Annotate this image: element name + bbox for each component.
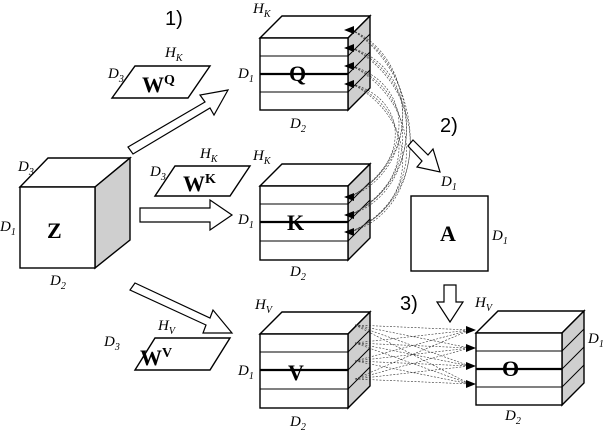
arrow-a-to-o [435, 284, 465, 324]
wk-h-label: HK [199, 146, 219, 165]
v-block: V HV D1 D2 [237, 297, 372, 433]
wv-d3-label: D3 [103, 334, 120, 353]
z-d1-label: D1 [0, 219, 16, 238]
wk-plane: WK D3 HK [149, 146, 252, 197]
qk-connections [344, 26, 411, 236]
z-cube: Z D3 D1 D2 [0, 156, 132, 292]
o-h-label: HV [474, 295, 494, 314]
arrow-z-to-k [139, 198, 234, 232]
o-d1-label: D1 [587, 331, 604, 350]
wv-label: WV [140, 345, 172, 370]
q-block: Q HK D1 D2 [237, 1, 372, 135]
v-h-label: HV [254, 297, 274, 316]
a-d1-right-label: D1 [491, 228, 508, 247]
k-h-label: HK [252, 148, 272, 167]
step-3-label: 3) [400, 293, 418, 315]
wk-d3-label: D3 [149, 164, 166, 183]
wq-plane: WQ D3 HK [107, 45, 212, 99]
q-d2-label: D2 [289, 116, 306, 135]
wq-h-label: HK [164, 45, 184, 64]
k-d1-label: D1 [237, 212, 254, 231]
o-block: O HV D1 D2 [474, 295, 604, 427]
z-d2-label: D2 [49, 273, 66, 292]
o-d2-label: D2 [504, 408, 521, 427]
arrow-z-to-v [129, 282, 234, 334]
wv-plane: WV D3 HV [103, 318, 232, 371]
q-label: Q [289, 61, 306, 86]
v-d1-label: D1 [237, 363, 254, 382]
wq-label: WQ [142, 72, 175, 97]
wk-label: WK [183, 171, 216, 196]
v-d2-label: D2 [289, 414, 306, 433]
k-d2-label: D2 [289, 264, 306, 283]
vo-connections [354, 324, 476, 388]
q-h-label: HK [252, 1, 272, 20]
step-2-label: 2) [440, 115, 458, 137]
z-d3-label: D3 [17, 159, 34, 178]
arrow-to-a [407, 139, 441, 173]
wv-h-label: HV [157, 318, 177, 337]
q-d1-label: D1 [237, 66, 254, 85]
a-d1-top-label: D1 [440, 174, 457, 193]
wq-d3-label: D3 [107, 66, 124, 85]
a-label: A [440, 221, 456, 246]
z-label: Z [47, 218, 62, 243]
step-1-label: 1) [165, 8, 183, 30]
v-label: V [288, 360, 304, 385]
k-label: K [287, 210, 304, 235]
k-block: K HK D1 D2 [237, 148, 372, 283]
a-matrix: A D1 D1 [410, 174, 508, 272]
o-label: O [502, 356, 519, 381]
arrow-z-to-q [127, 89, 230, 155]
